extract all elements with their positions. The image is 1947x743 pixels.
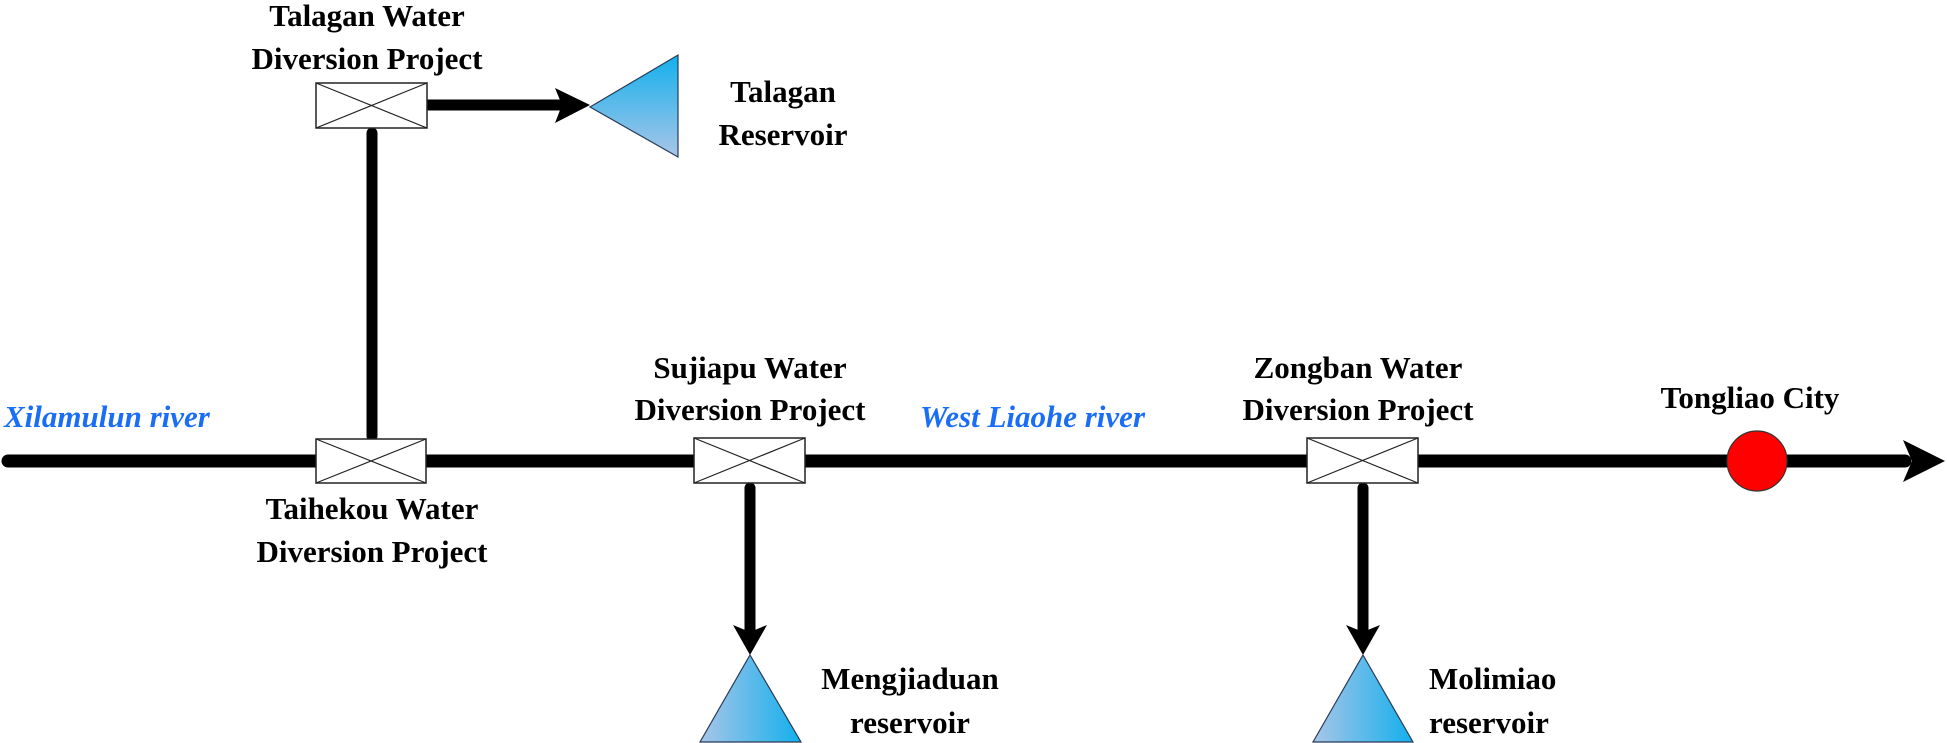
- talagan-project-label-line2: Diversion Project: [252, 41, 484, 76]
- mengjiaduan-reservoir-icon[interactable]: [698, 653, 803, 743]
- molimiao-reservoir-label-line1: Molimiao: [1429, 661, 1556, 696]
- sujiapu-canal-arrowhead: [733, 625, 767, 655]
- sujiapu-project-label-line1: Sujiapu Water: [653, 350, 846, 385]
- sujiapu-project-box[interactable]: [693, 437, 806, 484]
- west-liaohe-river-label: West Liaohe river: [920, 399, 1146, 434]
- talagan-project-box[interactable]: [315, 82, 428, 129]
- molimiao-reservoir-icon[interactable]: [1311, 653, 1415, 743]
- zongban-project-label-line1: Zongban Water: [1254, 350, 1463, 385]
- zongban-project-label-line2: Diversion Project: [1243, 392, 1475, 427]
- taihekou-project-label-line1: Taihekou Water: [266, 491, 479, 526]
- talagan-reservoir-label-line2: Reservoir: [718, 117, 847, 152]
- tongliao-city-label: Tongliao City: [1661, 380, 1840, 415]
- taihekou-project-label-line2: Diversion Project: [257, 534, 489, 569]
- zongban-canal-arrowhead: [1346, 625, 1380, 655]
- talagan-canal-arrowhead: [555, 88, 590, 123]
- mengjiaduan-reservoir-label-line1: Mengjiaduan: [821, 661, 998, 696]
- molimiao-reservoir-label-line2: reservoir: [1429, 705, 1549, 740]
- talagan-reservoir-label-line1: Talagan: [730, 74, 836, 109]
- sujiapu-project-label-line2: Diversion Project: [635, 392, 867, 427]
- mengjiaduan-reservoir-label-line2: reservoir: [850, 705, 970, 740]
- zongban-project-box[interactable]: [1306, 437, 1419, 484]
- main-river-arrowhead: [1903, 440, 1945, 482]
- talagan-reservoir-icon[interactable]: [588, 53, 679, 159]
- tongliao-city-marker[interactable]: [1726, 430, 1788, 492]
- xilamulun-river-label: Xilamulun river: [3, 399, 211, 434]
- talagan-project-label-line1: Talagan Water: [269, 0, 465, 33]
- taihekou-project-box[interactable]: [315, 438, 427, 484]
